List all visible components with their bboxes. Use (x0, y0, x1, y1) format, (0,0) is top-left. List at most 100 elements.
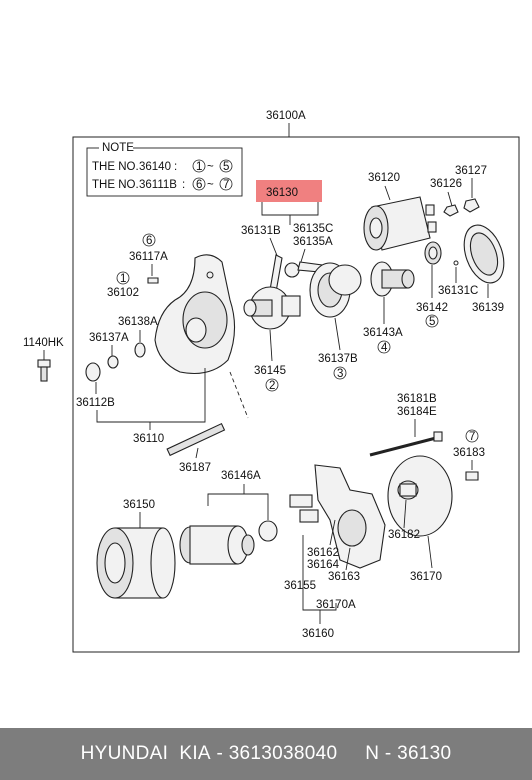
label-36112B: 36112B (76, 397, 115, 409)
note-line1-prefix: THE NO. (92, 161, 139, 173)
leader-36182 (403, 499, 407, 529)
yoke-36150 (96, 527, 176, 599)
circled-7 (465, 429, 479, 443)
nut-36127 (463, 198, 480, 213)
label-36170A: 36170A (316, 599, 356, 611)
label-36182: 36182 (388, 529, 420, 541)
label-36145: 36145 (254, 365, 286, 377)
circled-3-text: 3 (337, 368, 343, 380)
label-1140HK: 1140HK (23, 337, 64, 349)
circled-4 (377, 340, 391, 354)
label-36187: 36187 (179, 462, 211, 474)
lever-pin (284, 262, 300, 278)
footer-brand: HYUNDAI KIA (80, 743, 211, 764)
spring-36187 (166, 422, 226, 457)
label-36183: 36183 (453, 447, 485, 459)
ring-36137A (107, 355, 119, 369)
rear-cover-36170 (387, 455, 453, 537)
footer-part-code: N - 36130 (365, 743, 452, 764)
bolt-1140HK (37, 359, 51, 382)
bolt-36117A (147, 277, 159, 284)
label-36102: 36102 (107, 287, 139, 299)
label-36164: 36164 (307, 559, 340, 571)
label-36117A: 36117A (129, 251, 168, 263)
circled-5 (425, 314, 439, 328)
circled-3 (333, 366, 347, 380)
note-line2-prefix: THE NO. (92, 179, 139, 191)
note-line2-from: 6 (196, 179, 202, 191)
solenoid (363, 196, 437, 251)
planetary-36137B (309, 262, 362, 318)
brush-holder (289, 464, 386, 569)
circled-1 (116, 271, 130, 285)
label-36155: 36155 (284, 580, 316, 592)
label-36126: 36126 (430, 178, 462, 190)
note-line2-range-sep: ~ (207, 179, 214, 191)
label-36131C: 36131C (438, 285, 478, 297)
pinion-36145 (243, 286, 301, 330)
label-36138A: 36138A (118, 316, 158, 328)
label-36150: 36150 (123, 499, 155, 511)
circled-2-text: 2 (269, 380, 275, 392)
label-36120: 36120 (368, 172, 400, 184)
nut-36126 (443, 204, 459, 217)
label-36146A: 36146A (221, 470, 261, 482)
leader-36137B (334, 317, 341, 351)
shaft-36143A (370, 261, 415, 297)
footer-oem-number: 3613038040 (228, 743, 338, 764)
note-box: NOTE THE NO. 36140 : 1 ~ 5 THE NO. 36111… (86, 141, 243, 197)
highlight-36130[interactable] (256, 180, 322, 202)
label-36162: 36162 (307, 547, 339, 559)
note-line2-sep: : (182, 179, 185, 191)
label-36139: 36139 (472, 302, 504, 314)
label-36163: 36163 (328, 571, 360, 583)
note-line1-from: 1 (196, 161, 202, 173)
screw-36183 (465, 471, 479, 481)
highlight-bracket (261, 202, 319, 216)
leader-36120 (384, 185, 391, 201)
leader-36145 (269, 329, 273, 362)
label-36110: 36110 (133, 433, 164, 445)
label-36142: 36142 (416, 302, 448, 314)
leader-36187 (195, 447, 199, 459)
bracket-36146A (207, 493, 269, 520)
note-title: NOTE (102, 142, 134, 154)
circled-6 (142, 233, 156, 247)
front-housing-36110 (154, 254, 236, 375)
footer-dash: - (210, 743, 229, 764)
gear-36142 (424, 241, 442, 265)
label-36127: 36127 (455, 165, 487, 177)
leader-36131B (269, 237, 279, 259)
circled-2 (265, 378, 279, 392)
label-36143A: 36143A (363, 327, 403, 339)
label-36184E: 36184E (397, 406, 437, 418)
axis-dashed (229, 371, 249, 419)
washer-36138A (134, 342, 146, 358)
clip-36131C (453, 260, 459, 266)
bracket-36160 (302, 535, 337, 611)
armature-36146A (179, 520, 278, 565)
shift-lever (269, 254, 283, 293)
note-line1-range-sep: ~ (207, 161, 214, 173)
circled-5-text: 5 (429, 316, 435, 328)
note-line1-sep: : (174, 161, 177, 173)
circled-4-text: 4 (381, 342, 388, 354)
label-36137B: 36137B (318, 353, 358, 365)
bracket-36110 (96, 368, 206, 423)
note-line2-to: 7 (223, 179, 229, 191)
leader-36126 (447, 191, 453, 207)
footer-spacer (337, 743, 365, 765)
assembly-label: 36100A (266, 110, 306, 122)
note-line2-part: 36111B (139, 179, 177, 191)
label-36160: 36160 (302, 628, 334, 640)
label-36131B: 36131B (241, 225, 281, 237)
highlight-36130-label[interactable]: 36130 (266, 187, 298, 199)
note-line1-to: 5 (223, 161, 229, 173)
label-36135A: 36135A (293, 236, 333, 248)
leader-36170 (427, 535, 433, 569)
label-36137A: 36137A (89, 332, 129, 344)
label-36181B: 36181B (397, 393, 437, 405)
label-36170: 36170 (410, 571, 442, 583)
through-bolt (369, 431, 443, 457)
circled-1-text: 1 (120, 273, 126, 285)
